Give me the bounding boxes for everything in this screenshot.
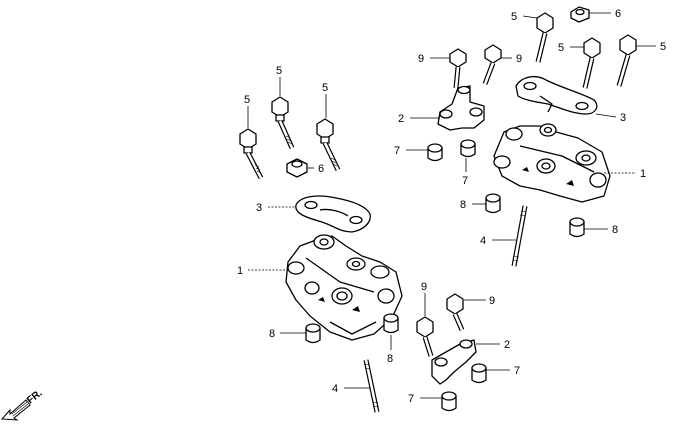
label-7: 7 xyxy=(462,175,468,187)
label-9: 9 xyxy=(421,281,427,293)
bolt-5-left-b xyxy=(271,96,295,150)
label-5: 5 xyxy=(322,82,328,94)
rocker-holder-1-left xyxy=(285,234,403,341)
front-direction-indicator: FR. xyxy=(0,388,45,421)
label-2: 2 xyxy=(398,113,404,125)
dowel-7-left-a xyxy=(471,363,487,384)
label-8: 8 xyxy=(269,328,275,340)
bolt-5-right-b xyxy=(582,37,601,89)
label-5: 5 xyxy=(276,65,282,77)
dowel-8-right-a xyxy=(485,193,501,214)
label-6: 6 xyxy=(615,8,621,20)
front-arrow-icon xyxy=(0,399,31,421)
bolt-9-right-b xyxy=(482,44,502,85)
label-1: 1 xyxy=(237,265,243,277)
label-7: 7 xyxy=(408,393,414,405)
label-4: 4 xyxy=(480,235,486,247)
callout-labels: 5 5 5 6 3 1 8 8 4 9 9 2 7 7 5 6 5 5 9 9 … xyxy=(237,8,666,405)
label-5: 5 xyxy=(511,11,517,23)
dowel-8-left-a xyxy=(305,323,321,344)
label-7: 7 xyxy=(514,365,520,377)
label-8: 8 xyxy=(460,199,466,211)
nut-6-left xyxy=(286,158,308,178)
bolt-5-right-a xyxy=(535,12,554,63)
stud-4-right xyxy=(511,205,528,267)
label-3: 3 xyxy=(620,112,626,124)
label-5: 5 xyxy=(660,41,666,53)
bracket-3-left xyxy=(295,195,371,233)
rocker-holder-1-right xyxy=(493,123,611,203)
bolt-9-left-a xyxy=(416,316,434,357)
label-9: 9 xyxy=(516,53,522,65)
label-2: 2 xyxy=(504,339,510,351)
dowel-8-right-b xyxy=(569,217,585,238)
shaft-holder-2-left xyxy=(431,339,477,385)
label-4: 4 xyxy=(332,383,338,395)
label-5: 5 xyxy=(558,42,564,54)
label-8: 8 xyxy=(612,224,618,236)
leader-lines xyxy=(247,12,656,399)
label-5: 5 xyxy=(244,94,250,106)
dowel-7-right-a xyxy=(427,143,443,162)
dowel-7-left-b xyxy=(441,391,457,412)
label-6: 6 xyxy=(318,163,324,175)
bolt-5-right-c xyxy=(616,34,637,87)
label-7: 7 xyxy=(394,145,400,157)
dowel-7-right-b xyxy=(460,139,476,158)
bolt-5-left-a xyxy=(239,128,264,180)
stud-4-left xyxy=(363,359,380,413)
bolt-9-left-b xyxy=(446,293,465,332)
bolt-9-right-a xyxy=(449,48,467,89)
bracket-3-right xyxy=(515,75,598,115)
nut-6-right xyxy=(570,6,590,23)
label-3: 3 xyxy=(256,202,262,214)
label-8: 8 xyxy=(387,353,393,365)
dowel-8-left-b xyxy=(383,313,399,334)
label-1: 1 xyxy=(640,168,646,180)
shaft-holder-2-right xyxy=(437,85,485,131)
label-9: 9 xyxy=(418,53,424,65)
bolt-5-left-c xyxy=(316,118,341,172)
label-9: 9 xyxy=(489,295,495,307)
